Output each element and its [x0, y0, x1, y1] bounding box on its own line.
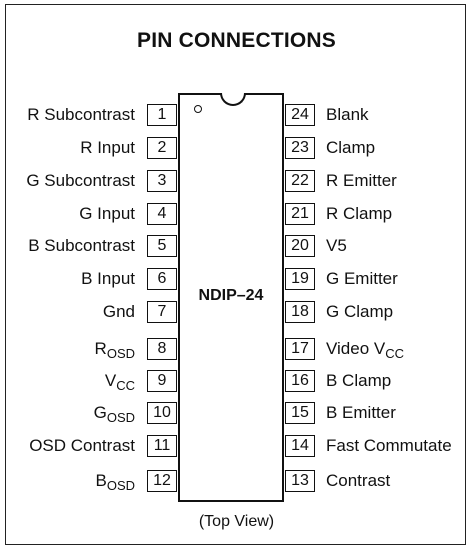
pin-label-text: R	[94, 339, 107, 358]
left-pin-number-box: 12	[147, 470, 177, 492]
right-pin-number-box: 13	[285, 470, 315, 492]
pin-label-text: Blank	[326, 105, 369, 124]
left-pin-number-box: 2	[147, 137, 177, 159]
left-pin-label: G Subcontrast	[26, 171, 135, 192]
pin-label-subscript: CC	[385, 346, 405, 361]
left-pin-number-box: 8	[147, 338, 177, 360]
pin-label-text: Video V	[326, 339, 386, 358]
right-pin-number-box: 23	[285, 137, 315, 159]
left-pin-label: ROSD	[94, 339, 135, 361]
right-pin-label: Clamp	[326, 138, 375, 159]
right-pin-label: B Clamp	[326, 371, 391, 392]
package-label: NDIP–24	[198, 287, 264, 304]
left-pin-label: B Input	[81, 269, 135, 290]
diagram-title: PIN CONNECTIONS	[136, 29, 336, 52]
pin-label-text: OSD Contrast	[29, 436, 135, 455]
right-pin-label: G Emitter	[326, 269, 398, 290]
view-caption: (Top View)	[198, 513, 275, 530]
left-pin-number-box: 3	[147, 170, 177, 192]
pin-label-text: R Input	[80, 138, 135, 157]
pin-label-subscript: OSD	[106, 478, 135, 493]
right-pin-number-box: 22	[285, 170, 315, 192]
pin-label-text: V	[104, 371, 117, 390]
right-pin-number-box: 14	[285, 435, 315, 457]
left-pin-label: G Input	[79, 204, 135, 225]
right-pin-number-box: 24	[285, 104, 315, 126]
pin-label-subscript: OSD	[106, 410, 135, 425]
pin1-notch	[220, 93, 246, 106]
pin-label-text: Contrast	[326, 471, 391, 490]
right-pin-number-box: 15	[285, 402, 315, 424]
pin-label-text: B Clamp	[326, 371, 392, 390]
left-pin-number-box: 11	[147, 435, 177, 457]
right-pin-label: V5	[326, 236, 347, 257]
right-pin-number-box: 17	[285, 338, 315, 360]
pin-label-text: R Clamp	[326, 204, 393, 223]
pin-label-text: V5	[326, 236, 347, 255]
left-pin-number-box: 5	[147, 235, 177, 257]
left-pin-label: B Subcontrast	[28, 236, 135, 257]
right-pin-number-box: 20	[285, 235, 315, 257]
pin-label-text: B Subcontrast	[28, 236, 135, 255]
pin-label-text: B	[95, 471, 107, 490]
left-pin-number-box: 6	[147, 268, 177, 290]
right-pin-label: Blank	[326, 105, 369, 126]
right-pin-number-box: 16	[285, 370, 315, 392]
left-pin-label: Gnd	[103, 302, 135, 323]
left-pin-label: VCC	[104, 371, 135, 393]
right-pin-label: Video VCC	[326, 339, 405, 361]
right-pin-label: R Clamp	[326, 204, 392, 225]
pin-label-text: G Input	[79, 204, 135, 223]
pin1-indicator-dot	[194, 105, 202, 113]
right-pin-label: B Emitter	[326, 403, 396, 424]
pin-label-text: B Input	[81, 269, 135, 288]
pin-label-text: R Subcontrast	[27, 105, 135, 124]
right-pin-label: G Clamp	[326, 302, 393, 323]
pin-label-text: Gnd	[102, 302, 135, 321]
left-pin-label: R Subcontrast	[27, 105, 135, 126]
right-pin-number-box: 19	[285, 268, 315, 290]
left-pin-label: R Input	[80, 138, 135, 159]
pin-label-text: Fast Commutate	[326, 436, 452, 455]
pin-label-text: R Emitter	[326, 171, 397, 190]
pin-label-text: G Subcontrast	[26, 171, 135, 190]
left-pin-number-box: 4	[147, 203, 177, 225]
right-pin-number-box: 18	[285, 301, 315, 323]
right-pin-label: Fast Commutate	[326, 436, 452, 457]
left-pin-number-box: 9	[147, 370, 177, 392]
pin-label-text: G	[93, 403, 107, 422]
pin-label-subscript: OSD	[106, 346, 135, 361]
left-pin-number-box: 10	[147, 402, 177, 424]
left-pin-number-box: 1	[147, 104, 177, 126]
right-pin-number-box: 21	[285, 203, 315, 225]
left-pin-label: BOSD	[95, 471, 135, 493]
left-pin-label: OSD Contrast	[29, 436, 135, 457]
pin-label-text: G Clamp	[326, 302, 394, 321]
left-pin-label: GOSD	[93, 403, 135, 425]
pin-label-text: Clamp	[326, 138, 376, 157]
pin-label-text: B Emitter	[326, 403, 396, 422]
ic-package-body: NDIP–24	[178, 93, 284, 502]
pin-label-subscript: CC	[116, 378, 135, 393]
left-pin-number-box: 7	[147, 301, 177, 323]
right-pin-label: R Emitter	[326, 171, 397, 192]
pin-label-text: G Emitter	[326, 269, 398, 288]
right-pin-label: Contrast	[326, 471, 390, 492]
